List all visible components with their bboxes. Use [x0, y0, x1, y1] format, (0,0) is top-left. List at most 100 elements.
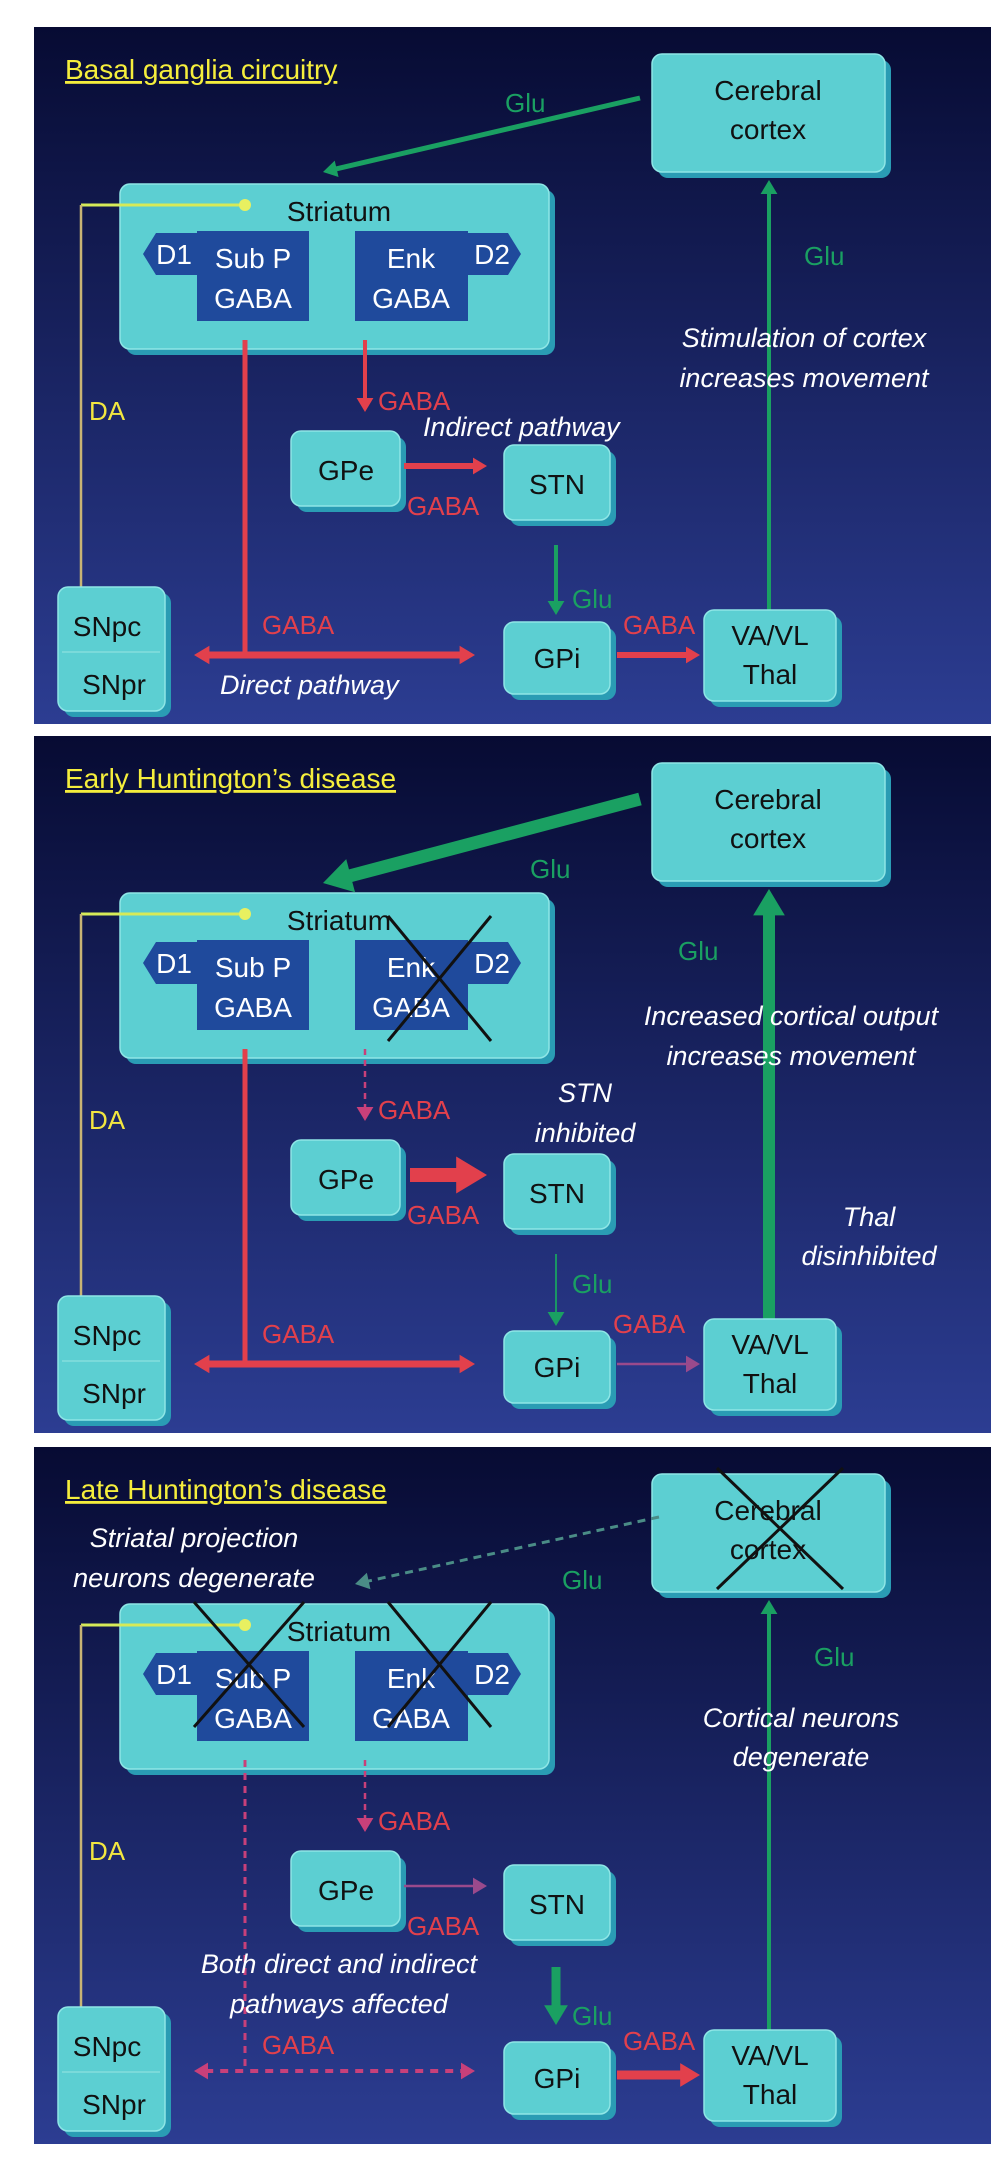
gpi-label: GPi — [534, 1352, 581, 1383]
panel-title: Basal ganglia circuitry — [65, 54, 337, 85]
d2-receptor-tag — [468, 1653, 521, 1695]
thal-to-cortex-arrow-head — [753, 889, 785, 916]
panel-3: Late Huntington’s diseaseCerebralcortexS… — [34, 1447, 991, 2144]
stn-to-gpi-arrow-head — [547, 601, 565, 615]
gaba-gpi-label-group: GABA — [623, 610, 696, 640]
thalamus-node-body — [703, 1318, 837, 1411]
thalamus-node-body — [703, 2029, 837, 2122]
thal-label-line1: VA/VL — [731, 2040, 808, 2071]
da-label: DA — [89, 1105, 126, 1135]
stn-node — [503, 444, 616, 526]
striatum-label: Striatum — [287, 905, 391, 936]
snpc-label: SNpc — [73, 611, 141, 642]
cortex-to-striatum-arrow-head — [355, 1572, 371, 1590]
d1-label: D1 — [156, 1659, 192, 1690]
thal-label-line2: Thal — [743, 659, 797, 690]
gpe-node — [290, 1850, 406, 1932]
panel-title: Late Huntington’s disease — [65, 1474, 387, 1505]
gpi-node-body — [503, 621, 611, 695]
enk-to-gpe-arrow-head — [356, 398, 374, 412]
annotation-text: Stimulation of cortex — [682, 323, 928, 353]
thalamus-node-body — [703, 609, 837, 702]
cortex-label-line2: cortex — [730, 823, 806, 854]
subp-label-line2: GABA — [214, 283, 292, 314]
gpi-label: GPi — [534, 2063, 581, 2094]
stn-node-body — [503, 1864, 611, 1941]
thal-to-cortex-arrow-head — [760, 180, 778, 194]
d1-receptor-tag — [143, 233, 197, 275]
enk-label-line2: GABA — [372, 1703, 450, 1734]
stn-label: STN — [529, 1889, 585, 1920]
cerebral-cortex-node-body — [651, 762, 886, 882]
d1-label: D1 — [156, 239, 192, 270]
gpi-node — [503, 1330, 616, 1409]
stn-label: STN — [529, 469, 585, 500]
annotation-text: increases movement — [666, 1041, 917, 1071]
thalamus-node — [703, 2029, 842, 2127]
gpi-node — [503, 2041, 616, 2120]
annotation-text: Indirect pathway — [423, 412, 621, 442]
gpi-to-thal-arrow-head — [686, 646, 700, 664]
annotation-text: pathways affected — [229, 1989, 449, 2019]
enk-label-line2: GABA — [372, 992, 450, 1023]
subp-label-line1: Sub P — [215, 952, 291, 983]
direct-pathway-arrow-tail-head — [194, 2062, 208, 2080]
thal-label-line2: Thal — [743, 2079, 797, 2110]
annotation-text: disinhibited — [801, 1241, 937, 1271]
gpe-to-stn-arrow-head — [473, 457, 487, 475]
cortex-cross-line — [715, 1466, 845, 1591]
gaba-label: GABA — [262, 2030, 335, 2060]
annotation-text: Increased cortical output — [644, 1001, 940, 1031]
direct-pathway-arrow-head — [459, 645, 475, 665]
snpr-label: SNpr — [82, 1378, 146, 1409]
d1-receptor-tag — [143, 942, 197, 984]
enk-label-line1: Enk — [387, 952, 436, 983]
d2-label: D2 — [474, 239, 510, 270]
subp-label-line1: Sub P — [215, 243, 291, 274]
gaba-label: GABA — [407, 1200, 480, 1230]
gaba-label: GABA — [407, 1911, 480, 1941]
cerebral-cortex-node-body — [651, 1473, 886, 1593]
gpe-to-stn-arrow-head — [473, 1877, 487, 1895]
gpe-node-body — [290, 1139, 401, 1216]
gpi-node — [503, 621, 616, 700]
annotation-text: neurons degenerate — [73, 1563, 315, 1593]
annotation-text: Cortical neurons — [703, 1703, 900, 1733]
cerebral-cortex-node — [651, 762, 891, 887]
annotation-text: increases movement — [679, 363, 930, 393]
d2-receptor-tag — [468, 233, 521, 275]
dopamine-synapse-dot — [239, 908, 251, 920]
direct-pathway-arrow-head — [461, 2062, 475, 2080]
annotation-text: inhibited — [535, 1118, 637, 1148]
enk-label-line1: Enk — [387, 243, 436, 274]
stn-node — [503, 1153, 616, 1235]
d2-receptor-tag — [468, 942, 521, 984]
gaba-label: GABA — [623, 610, 696, 640]
glu-label: Glu — [814, 1642, 854, 1672]
glu-label: Glu — [678, 936, 718, 966]
stn-to-gpi-arrow-head — [544, 2005, 568, 2025]
annotation-text: Striatal projection — [90, 1523, 299, 1553]
gpe-node — [290, 430, 406, 512]
enk-cross-line — [386, 1601, 493, 1728]
gpe-node — [290, 1139, 406, 1221]
subp-gaba-neurons — [197, 231, 309, 321]
annotation-text: Both direct and indirect — [201, 1949, 479, 1979]
cerebral-cortex-node-body — [651, 53, 886, 173]
cortex-to-striatum-arrow-head — [323, 859, 356, 893]
d2-label: D2 — [474, 948, 510, 979]
gaba-label: GABA — [378, 1806, 451, 1836]
annotation-text: Thal — [843, 1202, 897, 1232]
substantia-nigra-node — [57, 586, 171, 717]
enk-gaba-neurons — [355, 940, 468, 1030]
glu-label: Glu — [530, 854, 570, 884]
substantia-nigra-node-body — [57, 586, 166, 712]
cortex-to-striatum-arrow-head — [323, 160, 339, 177]
d1-label: D1 — [156, 948, 192, 979]
glu-label: Glu — [804, 241, 844, 271]
enk-label-line2: GABA — [372, 283, 450, 314]
thal-label-line1: VA/VL — [731, 1329, 808, 1360]
stn-label: STN — [529, 1178, 585, 1209]
d1-receptor-tag — [143, 1653, 197, 1695]
stn-node-body — [503, 444, 611, 521]
